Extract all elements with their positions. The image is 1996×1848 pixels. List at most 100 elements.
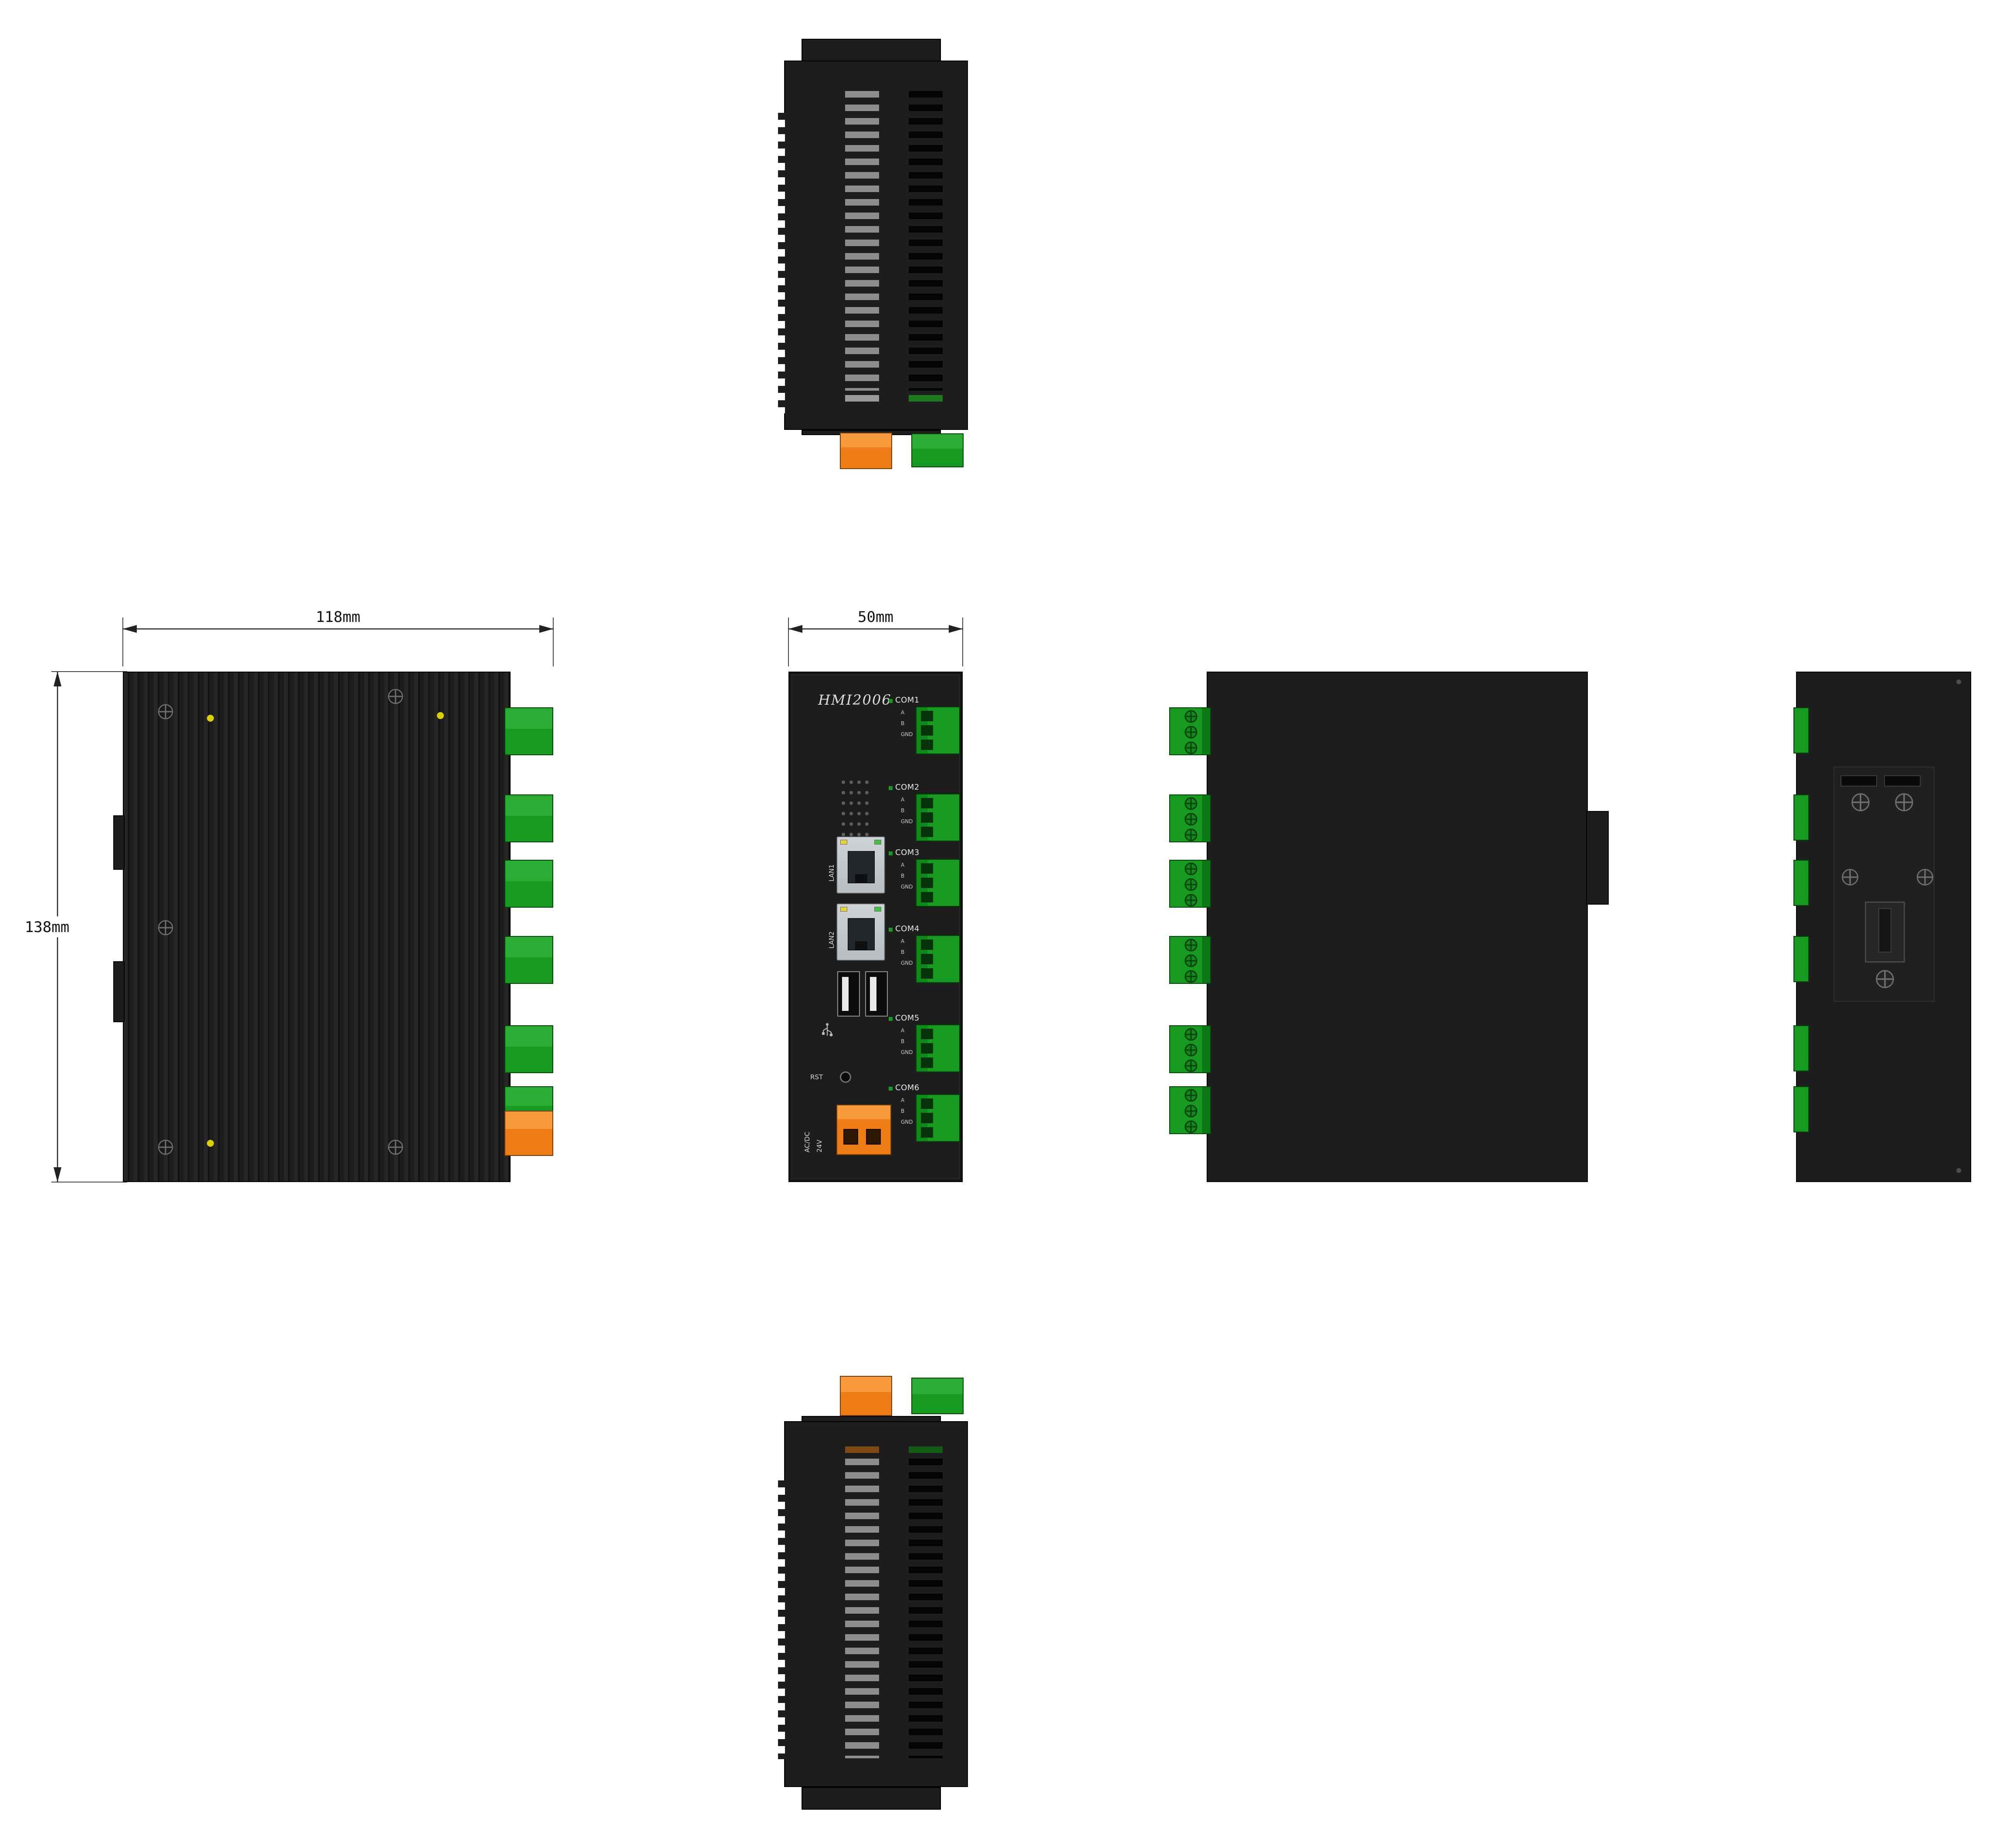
view-front: HMI2006 COM1 A B GND COM2 A B GND COM3 (788, 672, 963, 1182)
dim-height-label: 138mm (25, 919, 69, 936)
com4-terminal-side (1169, 936, 1211, 984)
dim-width-label: 118mm (316, 608, 360, 626)
com6-label: COM6 (895, 1083, 920, 1092)
status-led-grid (840, 779, 871, 836)
com-connector-bottom-view (911, 1378, 964, 1414)
dim-depth: 50mm (788, 608, 963, 666)
usb-tongue (842, 977, 849, 1011)
power-connector-bottom-view (840, 1376, 892, 1416)
pin-label-a: A (901, 862, 905, 868)
reset-button (840, 1071, 851, 1083)
terminal-screws (1184, 939, 1198, 983)
com2-port-group: COM2 A B GND (889, 783, 962, 845)
lan1-port (836, 836, 885, 894)
link-led-yellow (840, 840, 847, 845)
view-back (1793, 672, 1971, 1182)
mid-screw (158, 920, 173, 936)
com2-connector-side (504, 794, 553, 842)
com3-label: COM3 (895, 848, 920, 857)
vent-slots-left-column (845, 91, 879, 391)
com4-port-group: COM4 A B GND (889, 924, 962, 987)
com6-status-led (889, 1087, 893, 1091)
rj45-notch (855, 874, 867, 883)
com3-terminal-side (1169, 860, 1211, 908)
corner-screw (158, 704, 173, 720)
com4-pin-labels: A B GND (901, 939, 913, 966)
pin-label-b: B (901, 949, 905, 955)
terminal-pin-holes (921, 711, 933, 753)
com4-label: COM4 (895, 924, 920, 933)
link-led-green (874, 840, 881, 845)
com5-port-group: COM5 A B GND (889, 1014, 962, 1076)
pin-label-gnd: GND (901, 960, 913, 966)
mount-screw (1895, 793, 1913, 811)
com2-label: COM2 (895, 783, 920, 792)
pin-label-gnd: GND (901, 884, 913, 890)
mount-screw (1851, 793, 1870, 811)
terminal-pin-holes (921, 798, 933, 840)
com2-status-led (889, 786, 893, 790)
link-led-green (874, 907, 881, 912)
power-connector-side (504, 1111, 553, 1156)
lan2-label: LAN2 (828, 931, 836, 949)
bottom-tab (802, 1787, 941, 1810)
com1-port-group: COM1 A B GND (889, 696, 962, 758)
com3-status-led (889, 851, 893, 855)
view-bottom (775, 1376, 977, 1810)
yellow-marker (207, 715, 214, 722)
terminal-screws (1184, 797, 1198, 841)
usb-ports (837, 971, 889, 1017)
vent-slots-left-column (845, 1459, 879, 1758)
power-label-24v: 24V (815, 1139, 823, 1152)
reset-label: RST (810, 1073, 823, 1081)
com2-terminal-side (1169, 794, 1211, 842)
vent-slot-green (909, 1446, 943, 1453)
com6-port-group: COM6 A B GND (889, 1083, 962, 1145)
pin-label-gnd: GND (901, 731, 913, 737)
pin-label-gnd: GND (901, 1119, 913, 1125)
right-body (1207, 672, 1588, 1182)
pin-label-a: A (901, 1027, 905, 1034)
corner-screw (158, 1139, 173, 1155)
com1-label: COM1 (895, 696, 920, 705)
terminal-pin-holes (921, 863, 933, 905)
com3-port-group: COM3 A B GND (889, 848, 962, 910)
case-pin (1956, 1168, 1961, 1173)
pin-label-b: B (901, 720, 905, 726)
dim-width: 118mm (122, 608, 554, 666)
din-clip-tab-upper (113, 815, 125, 870)
power-pin-hole (866, 1129, 881, 1145)
usb-icon (822, 1023, 833, 1037)
vent-slot-orange (845, 1446, 879, 1453)
case-pin (1956, 679, 1961, 684)
usb-port-1 (837, 971, 860, 1017)
com2-terminal-block (916, 794, 960, 841)
com2-pin-labels: A B GND (901, 797, 913, 824)
pin-label-b: B (901, 1108, 905, 1114)
pin-label-a: A (901, 1097, 905, 1103)
pin-label-a: A (901, 938, 905, 944)
com5-label: COM5 (895, 1014, 920, 1023)
rj45-jack (848, 918, 875, 950)
lan1-label: LAN1 (828, 864, 836, 882)
left-body-heatsink (123, 672, 511, 1182)
com6-terminal-block (916, 1094, 960, 1142)
com1-terminal-side (1169, 707, 1211, 755)
mount-slot (1840, 775, 1877, 787)
view-right (1169, 672, 1610, 1182)
terminal-screws (1184, 862, 1198, 907)
power-label-acdc: AC/DC (803, 1132, 811, 1152)
com2-connector-back (1793, 794, 1809, 841)
mount-screw (1842, 869, 1858, 885)
pin-label-b: B (901, 807, 905, 814)
pin-label-b: B (901, 1038, 905, 1044)
top-tab (802, 39, 941, 62)
vent-fins-left-edge (778, 1480, 785, 1759)
com3-terminal-block (916, 859, 960, 907)
din-spring-clip (1865, 902, 1905, 963)
com6-pin-labels: A B GND (901, 1098, 913, 1125)
usb-tongue (870, 977, 876, 1011)
pin-label-gnd: GND (901, 1049, 913, 1055)
com1-connector-side (504, 707, 553, 755)
